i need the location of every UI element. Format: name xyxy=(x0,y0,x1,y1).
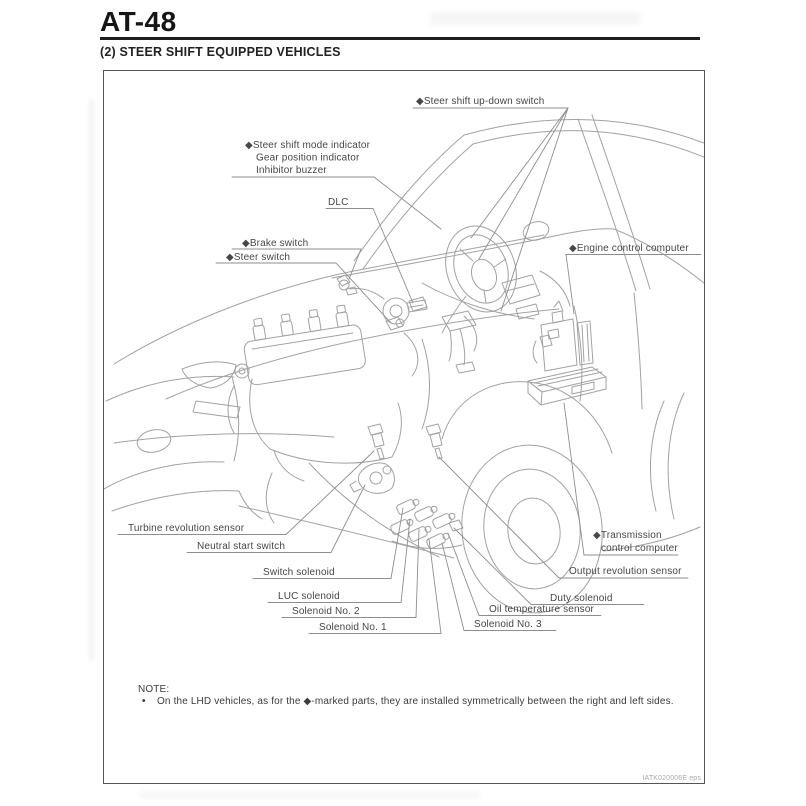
leader-luc-solenoid xyxy=(267,518,411,603)
turbine-sensor-part xyxy=(367,423,385,460)
leader-neutral-switch xyxy=(186,484,366,553)
transmission-computer-box xyxy=(527,366,607,406)
neutral-switch-part xyxy=(349,462,395,494)
leader-oil-temp-sensor xyxy=(447,532,602,616)
label-brake-switch: ◆Brake switch xyxy=(242,238,308,249)
leader-solenoid-1 xyxy=(308,538,442,634)
label-solenoid-no-1: Solenoid No. 1 xyxy=(319,622,387,633)
label-engine-control-computer: ◆Engine control computer xyxy=(569,243,689,254)
leader-engine-computer xyxy=(565,254,702,315)
leader-solenoid-3 xyxy=(441,542,557,631)
leader-steer-switch xyxy=(215,262,392,324)
label-duty-solenoid: Duty solenoid xyxy=(550,593,613,604)
fog-lamp xyxy=(136,429,172,453)
leader-output-sensor xyxy=(438,456,689,579)
leader-up-down-switch xyxy=(412,107,569,312)
label-solenoid-no-3: Solenoid No. 3 xyxy=(474,619,542,630)
label-oil-temperature-sensor: Oil temperature sensor xyxy=(489,604,595,615)
label-switch-solenoid: Switch solenoid xyxy=(263,567,335,578)
label-inhibitor-buzzer: Inhibitor buzzer xyxy=(256,165,327,176)
note-text: On the LHD vehicles, as for the ◆-marked… xyxy=(157,696,674,707)
label-transmission-line2: control computer xyxy=(601,543,678,554)
label-solenoid-no-2: Solenoid No. 2 xyxy=(292,606,360,617)
solenoid-cluster xyxy=(390,498,464,549)
label-neutral-start-switch: Neutral start switch xyxy=(197,541,285,552)
engine xyxy=(227,288,478,482)
note-bullet: • xyxy=(142,696,146,707)
label-luc-solenoid: LUC solenoid xyxy=(278,591,340,602)
leader-solenoid-2 xyxy=(281,528,420,618)
scan-artifact xyxy=(89,100,94,660)
leader-dlc xyxy=(325,208,414,304)
car-line-art xyxy=(104,114,704,614)
steering-wheel xyxy=(441,221,550,334)
page-title: AT-48 xyxy=(100,6,177,37)
label-transmission-line1: ◆Transmission xyxy=(593,530,662,541)
output-sensor-part xyxy=(425,423,443,460)
engine-computer-box xyxy=(532,300,594,372)
figure-code: IATK020006E eps xyxy=(642,775,701,782)
dlc-connector xyxy=(406,299,428,313)
label-turbine-revolution-sensor: Turbine revolution sensor xyxy=(128,523,245,534)
column-switch-part xyxy=(385,316,405,331)
leader-transmission-computer xyxy=(563,402,679,556)
section-title: (2) STEER SHIFT EQUIPPED VEHICLES xyxy=(100,45,341,59)
label-steer-switch: ◆Steer switch xyxy=(226,252,290,263)
header-rule xyxy=(100,37,700,40)
label-output-revolution-sensor: Output revolution sensor xyxy=(569,566,682,577)
headlight xyxy=(181,361,237,389)
leader-turbine-sensor xyxy=(117,450,375,535)
label-gear-position-indicator: Gear position indicator xyxy=(256,153,360,164)
label-steer-shift-mode-indicator: ◆Steer shift mode indicator xyxy=(245,140,371,151)
vehicle-diagram: ◆Steer shift up-down switch ◆Steer shift… xyxy=(104,96,704,782)
leader-duty-solenoid xyxy=(453,527,645,605)
scan-artifact xyxy=(140,792,480,798)
note-title: NOTE: xyxy=(138,684,169,695)
leader-mode-indicator xyxy=(231,176,442,230)
leader-lines xyxy=(117,107,702,634)
label-dlc: DLC xyxy=(328,197,348,208)
pedal-assembly xyxy=(441,310,477,374)
dashboard xyxy=(421,270,571,320)
leader-switch-solenoid xyxy=(252,507,404,579)
brake-switch-part xyxy=(336,274,358,296)
figure-box: ◆Steer shift up-down switch ◆Steer shift… xyxy=(103,70,705,784)
scan-artifact xyxy=(430,12,640,25)
front-wheel xyxy=(461,444,603,614)
grille-slot xyxy=(192,400,241,419)
label-steer-shift-up-down-switch: ◆Steer shift up-down switch xyxy=(416,96,544,107)
car-body xyxy=(104,114,704,559)
leader-brake-switch xyxy=(231,248,362,280)
